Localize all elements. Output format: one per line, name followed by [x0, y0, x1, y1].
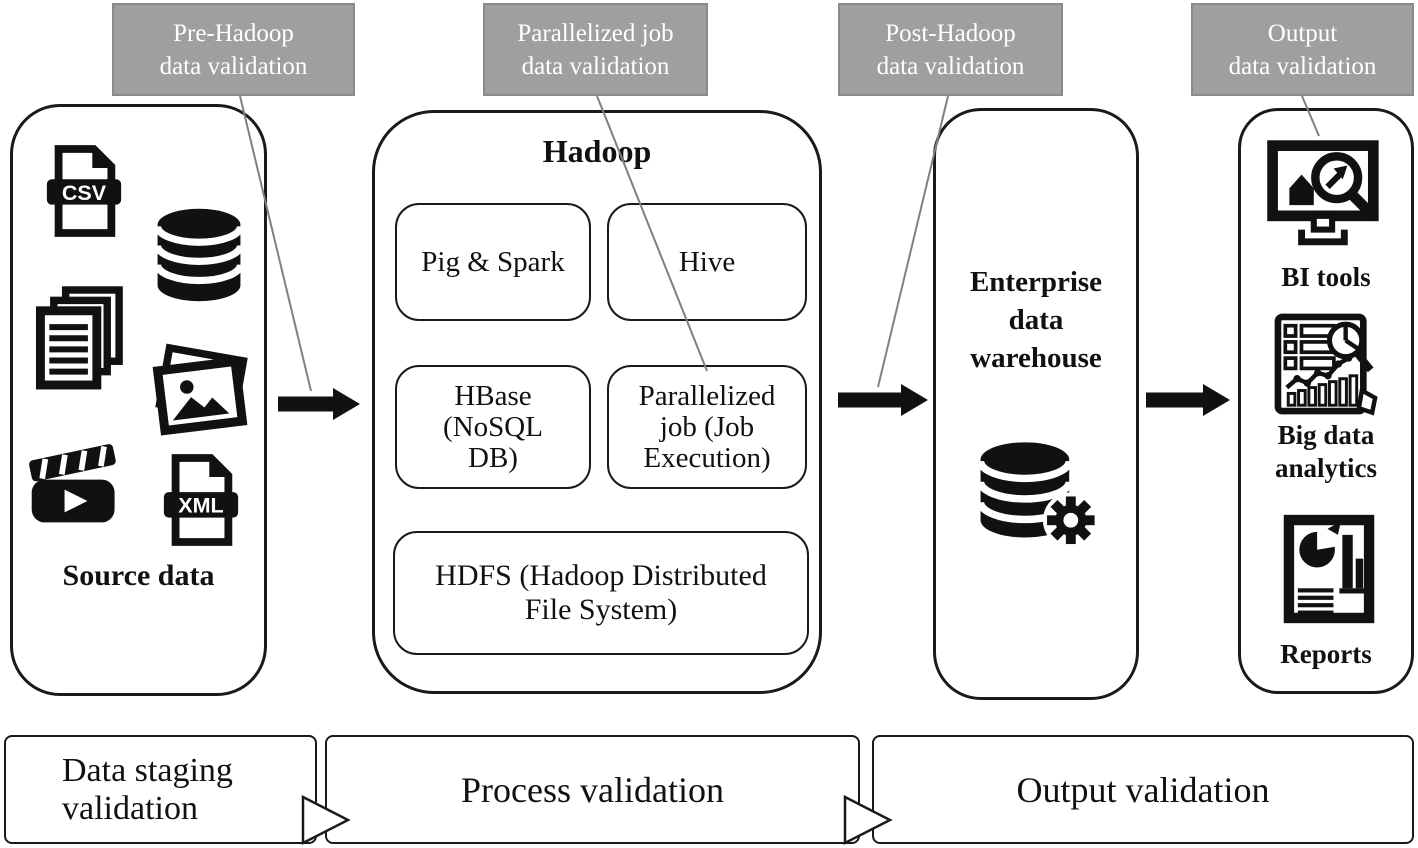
- warehouse-title-line: data: [1008, 304, 1064, 336]
- source-data-title: Source data: [62, 559, 215, 592]
- stage-line: Data staging: [62, 751, 233, 789]
- hdfs-line: File System): [524, 593, 678, 626]
- callout-line: data validation: [159, 52, 308, 80]
- callout-line: Post-Hadoop: [885, 19, 1016, 47]
- parallelized-line: Parallelized: [638, 379, 776, 412]
- callout-line: Pre-Hadoop: [173, 19, 294, 47]
- big-data-analytics-label: Big data analytics: [1241, 419, 1411, 485]
- video-clapper-icon: [26, 429, 126, 533]
- stage-data-staging-validation: Data staging validation: [4, 735, 317, 844]
- pig-spark-box: Pig & Spark: [395, 203, 591, 321]
- documents-icon: [33, 285, 128, 390]
- callout-line: data validation: [521, 52, 670, 80]
- stage-process-validation: Process validation: [325, 735, 860, 844]
- callout-line: data validation: [1228, 52, 1377, 80]
- database-icon: [148, 203, 250, 307]
- warehouse-title-line: warehouse: [970, 342, 1102, 374]
- warehouse-title-line: Enterprise: [969, 266, 1103, 298]
- stage-output-validation: Output validation: [872, 735, 1414, 844]
- big-data-line: Big data: [1277, 420, 1375, 450]
- flow-arrow-hadoop-to-warehouse: [838, 384, 928, 416]
- xml-label: XML: [178, 494, 223, 518]
- callout-line: Parallelized job: [517, 19, 674, 47]
- stage-line: Process validation: [461, 769, 724, 810]
- flow-arrow-source-to-hadoop: [278, 388, 360, 420]
- hadoop-box: Hadoop Pig & Spark Hive HBase (NoSQL DB)…: [372, 110, 822, 694]
- bi-tools-label: BI tools: [1281, 262, 1371, 292]
- callout-line: Output: [1267, 19, 1338, 47]
- bi-monitor-magnifier-icon: [1263, 138, 1389, 254]
- callout-line: data validation: [876, 52, 1025, 80]
- report-page-icon: [1283, 513, 1375, 625]
- xml-file-icon: XML: [158, 452, 244, 548]
- enterprise-warehouse-box: Enterprise data warehouse: [933, 108, 1139, 700]
- reports-label: Reports: [1280, 639, 1372, 669]
- csv-label: CSV: [62, 181, 107, 205]
- hbase-line: HBase: [454, 379, 532, 412]
- warehouse-title: Enterprise data warehouse: [936, 263, 1136, 377]
- stage-line: Output validation: [1016, 769, 1270, 810]
- flow-arrow-warehouse-to-output: [1146, 384, 1230, 416]
- callout-post-hadoop: Post-Hadoop data validation: [838, 3, 1063, 96]
- database-gear-icon: [974, 436, 1102, 552]
- hbase-line: DB): [468, 441, 518, 474]
- hadoop-title: Hadoop: [542, 133, 652, 169]
- output-tools-box: BI tools: [1238, 108, 1414, 694]
- pig-spark-label: Pig & Spark: [421, 245, 565, 278]
- hdfs-line: HDFS (Hadoop Distributed: [435, 559, 767, 592]
- hbase-box: HBase (NoSQL DB): [395, 365, 591, 489]
- hbase-line: (NoSQL: [443, 410, 543, 443]
- images-icon: [146, 343, 254, 443]
- hive-box: Hive: [607, 203, 807, 321]
- parallelized-line: job (Job: [659, 410, 755, 443]
- stage-line: validation: [62, 789, 198, 827]
- hive-label: Hive: [678, 245, 736, 278]
- hdfs-box: HDFS (Hadoop Distributed File System): [393, 531, 809, 655]
- source-data-box: CSV: [10, 104, 267, 696]
- analytics-dashboard-magnifier-icon: [1269, 311, 1387, 417]
- callout-pre-hadoop: Pre-Hadoop data validation: [112, 3, 355, 96]
- callout-output: Output data validation: [1191, 3, 1414, 96]
- big-data-line: analytics: [1274, 453, 1377, 483]
- csv-file-icon: CSV: [41, 143, 127, 239]
- parallelized-line: Execution): [643, 441, 771, 474]
- callout-parallelized-job: Parallelized job data validation: [483, 3, 708, 96]
- parallelized-job-box: Parallelized job (Job Execution): [607, 365, 807, 489]
